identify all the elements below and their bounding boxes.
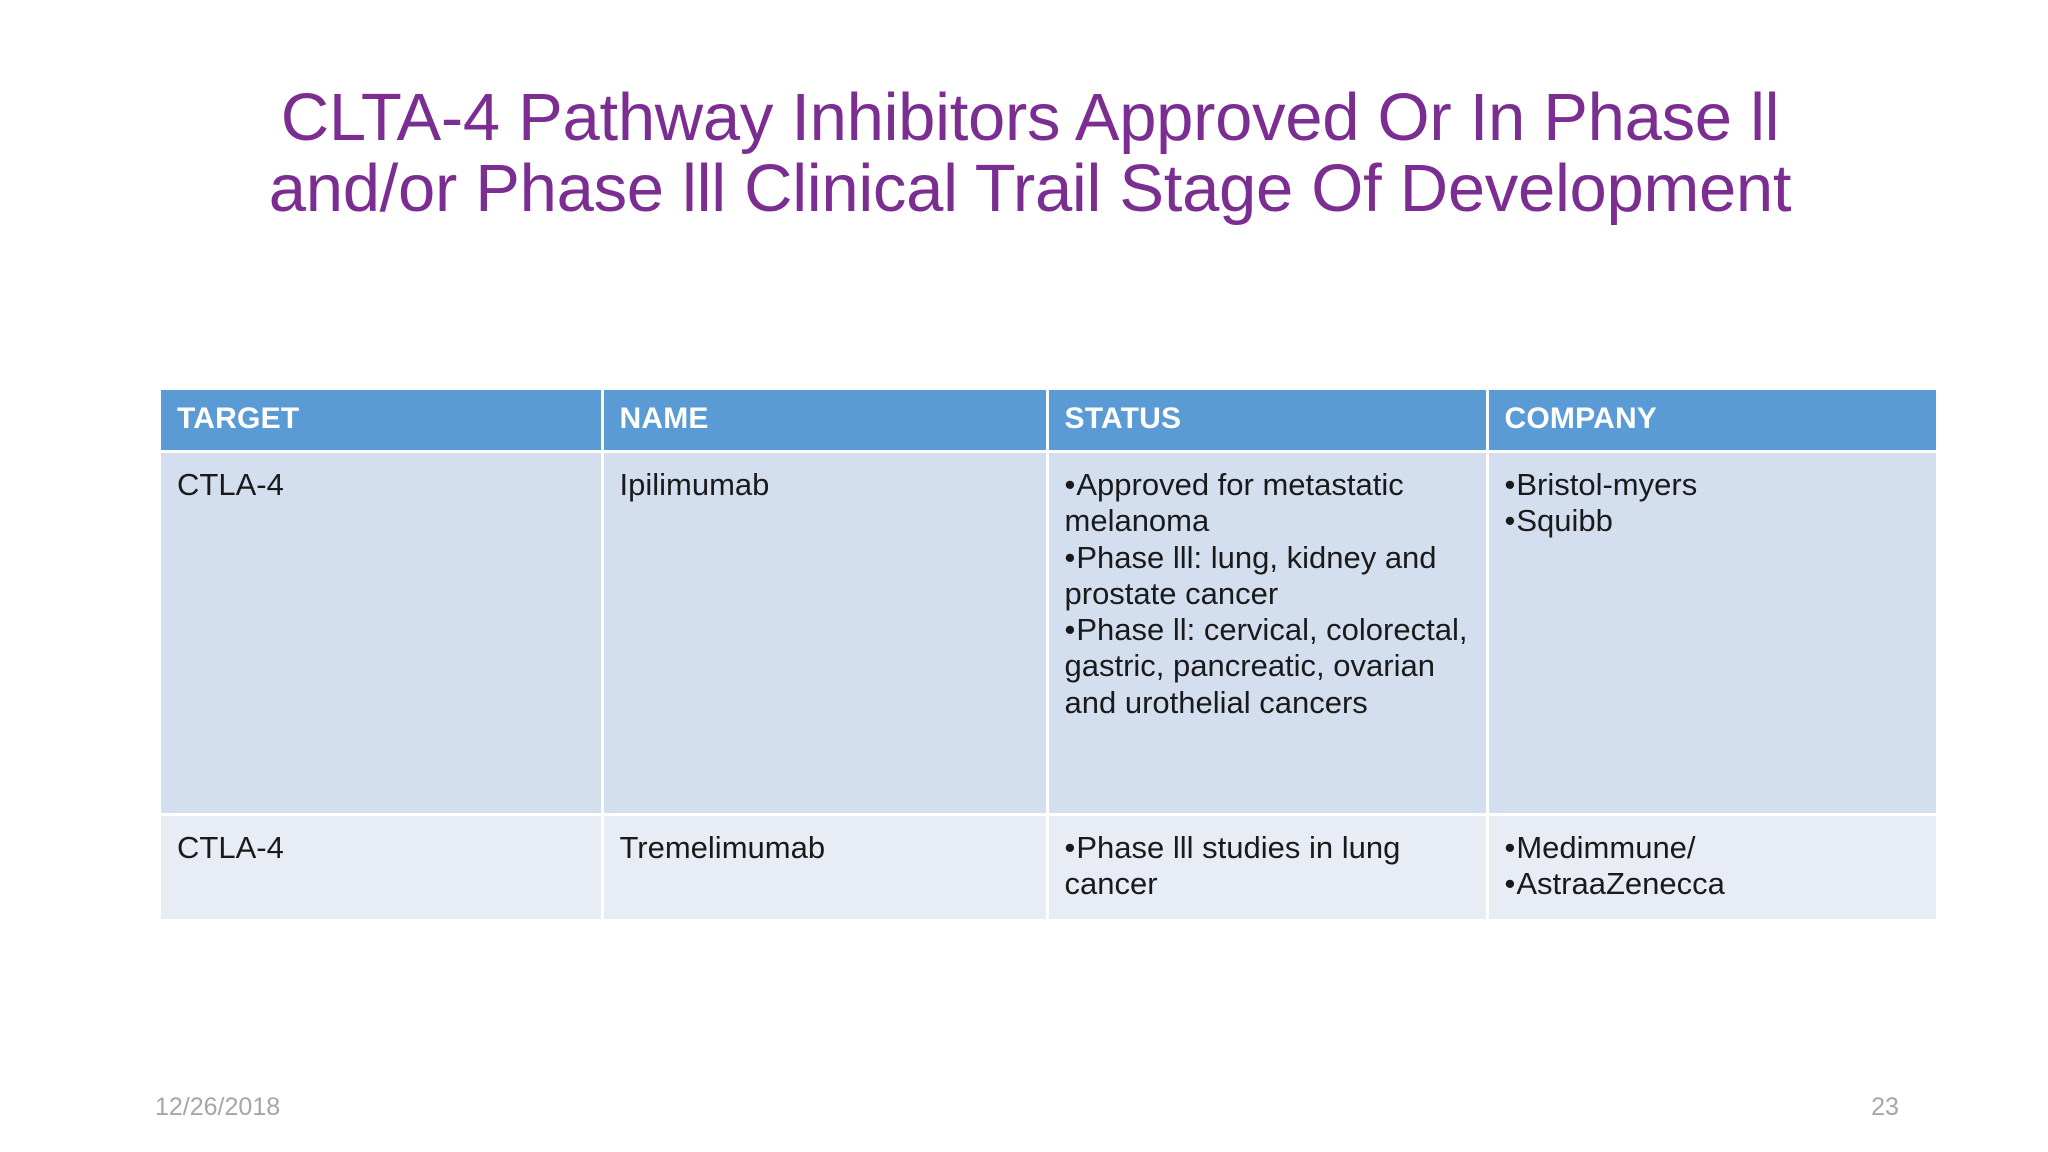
list-item: Approved for metastatic melanoma — [1065, 467, 1470, 540]
slide-number: 23 — [1871, 1093, 1899, 1121]
table-header-row: TARGET NAME STATUS COMPANY — [161, 390, 1936, 452]
list-item: Phase ll: cervical, colorectal, gastric,… — [1065, 612, 1470, 721]
column-header-target[interactable]: TARGET — [161, 390, 604, 452]
column-header-name[interactable]: NAME — [602, 390, 1049, 452]
inhibitors-table: TARGET NAME STATUS COMPANY CTLA-4 Ipilim… — [161, 390, 1936, 919]
cell-target: CTLA-4 — [161, 812, 604, 919]
column-header-status[interactable]: STATUS — [1047, 390, 1489, 452]
table-row: CTLA-4 Tremelimumab Phase lll studies in… — [161, 812, 1936, 919]
list-item: AstraaZenecca — [1505, 866, 1921, 902]
cell-company: Bristol-myers Squibb — [1487, 450, 1936, 815]
data-table-container: TARGET NAME STATUS COMPANY CTLA-4 Ipilim… — [161, 390, 1936, 919]
cell-name: Tremelimumab — [602, 812, 1049, 919]
company-bullet-list: Bristol-myers Squibb — [1505, 467, 1921, 540]
column-header-company[interactable]: COMPANY — [1487, 390, 1936, 452]
status-bullet-list: Phase lll studies in lung cancer — [1065, 830, 1470, 903]
list-item: Phase lll: lung, kidney and prostate can… — [1065, 540, 1470, 613]
cell-status: Phase lll studies in lung cancer — [1047, 812, 1489, 919]
page-title: CLTA-4 Pathway Inhibitors Approved Or In… — [268, 80, 1792, 227]
list-item: Phase lll studies in lung cancer — [1065, 830, 1470, 903]
list-item: Squibb — [1505, 503, 1921, 539]
list-item: Medimmune/ — [1505, 830, 1921, 866]
company-bullet-list: Medimmune/ AstraaZenecca — [1505, 830, 1921, 903]
footer-date: 12/26/2018 — [155, 1093, 281, 1121]
cell-status: Approved for metastatic melanoma Phase l… — [1047, 450, 1489, 815]
cell-company: Medimmune/ AstraaZenecca — [1487, 812, 1936, 919]
table-row: CTLA-4 Ipilimumab Approved for metastati… — [161, 450, 1936, 815]
cell-target: CTLA-4 — [161, 450, 604, 815]
list-item: Bristol-myers — [1505, 467, 1921, 503]
status-bullet-list: Approved for metastatic melanoma Phase l… — [1065, 467, 1470, 721]
cell-name: Ipilimumab — [602, 450, 1049, 815]
